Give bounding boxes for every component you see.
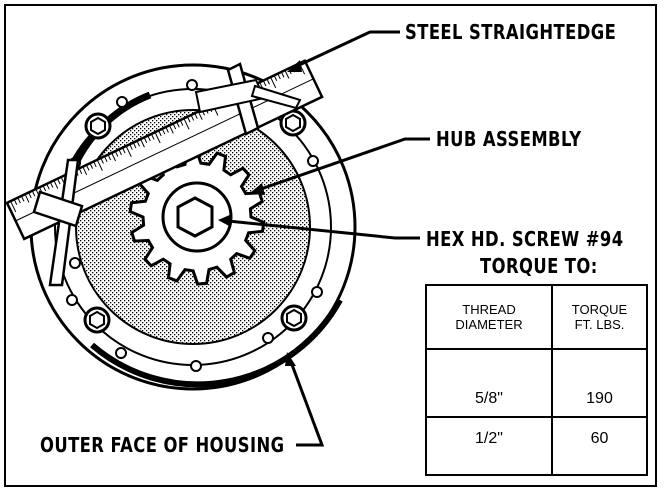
ruler-tick [136,140,140,147]
header-line: DIAMETER [455,317,523,332]
ruler-tick [107,154,112,161]
steel-straightedge-label: STEEL STRAIGHTEDGE [405,20,617,44]
bolt-icon [84,112,112,140]
ruler-tick [85,164,90,171]
table-header-row: THREAD DIAMETER TORQUE FT. LBS. [425,284,648,350]
diagram-frame [4,4,657,487]
clamp-right [194,62,302,136]
outer-face-label: OUTER FACE OF HOUSING [40,433,285,457]
ruler-tick [277,73,281,80]
ruler-tick [262,80,267,87]
ruler-tick [35,188,39,195]
header-line: THREAD [462,302,516,317]
hex-screw-icon [161,181,233,253]
header-line: FT. LBS. [574,317,625,332]
thread-cell: 5/8" [425,348,553,418]
bolt-icon [280,304,308,332]
bolt-icon [83,306,111,334]
ruler-tick [93,161,97,168]
ruler-tick [158,130,162,137]
ruler-tick [28,192,32,199]
table-row: 1/2" 60 [425,416,648,476]
ruler-tick [190,114,195,121]
ruler-tick [143,137,148,144]
ruler-tick [161,128,166,135]
ruler-tick [197,111,203,120]
ruler-tick [17,197,21,204]
ruler-tick [89,163,94,169]
header-line: TORQUE [571,302,628,317]
ruler-tick [60,176,65,183]
ruler-tick [20,195,25,202]
ruler-tick [165,126,169,133]
thread-cell: 1/2" [425,416,553,476]
ruler-tick [53,180,59,189]
ruler-tick [24,194,30,203]
ruler-tick [176,121,180,128]
ruler-tick [96,159,103,171]
ruler-tick [132,142,137,149]
ruler-tick [179,119,184,126]
ruler-tick [111,152,117,162]
ruler-tick [13,199,18,206]
table-row: 5/8" 190 [425,348,648,418]
ruler-tick [172,123,177,130]
header-torque: TORQUE FT. LBS. [551,284,648,350]
ruler-tick [46,183,50,190]
ruler-tick [150,133,155,140]
ruler-tick [284,70,290,79]
torque-cell: 60 [551,416,648,476]
ruler-tick [49,181,54,188]
ruler-tick [259,82,263,88]
ruler-tick [78,168,83,175]
leader-lines [218,30,430,447]
ruler-tick [266,78,270,85]
ruler-tick [147,135,151,142]
hex-screw-label: HEX HD. SCREW #94 [426,227,624,251]
ruler-tick [129,144,133,150]
ruler-tick [183,118,190,130]
ruler-tick [194,113,198,119]
ruler-tick [168,125,174,134]
ruler-tick [122,147,126,154]
ruler-tick [270,76,277,89]
torque-to-label: TORQUE TO: [480,254,598,278]
clamp-left [32,158,84,287]
ruler-tick [118,149,122,156]
ruler-tick [280,71,285,78]
bolt-ring [66,79,323,372]
ruler-tick [114,150,119,157]
header-thread-diameter: THREAD DIAMETER [425,284,553,350]
ruler-tick [42,185,47,192]
ruler-tick [273,75,278,82]
ruler-tick [125,145,132,158]
ruler-tick [31,190,36,197]
ruler-tick [187,116,191,123]
hub-assembly-label: HUB ASSEMBLY [436,127,582,151]
torque-cell: 190 [551,348,648,418]
ruler-tick [100,157,104,164]
ruler-tick [10,200,17,213]
ruler-tick [104,156,108,162]
torque-table: THREAD DIAMETER TORQUE FT. LBS. 5/8" 190… [425,284,648,476]
ruler-tick [57,178,61,185]
ruler-tick [140,138,145,148]
ruler-tick [154,132,161,144]
ruler-tick [82,166,88,176]
